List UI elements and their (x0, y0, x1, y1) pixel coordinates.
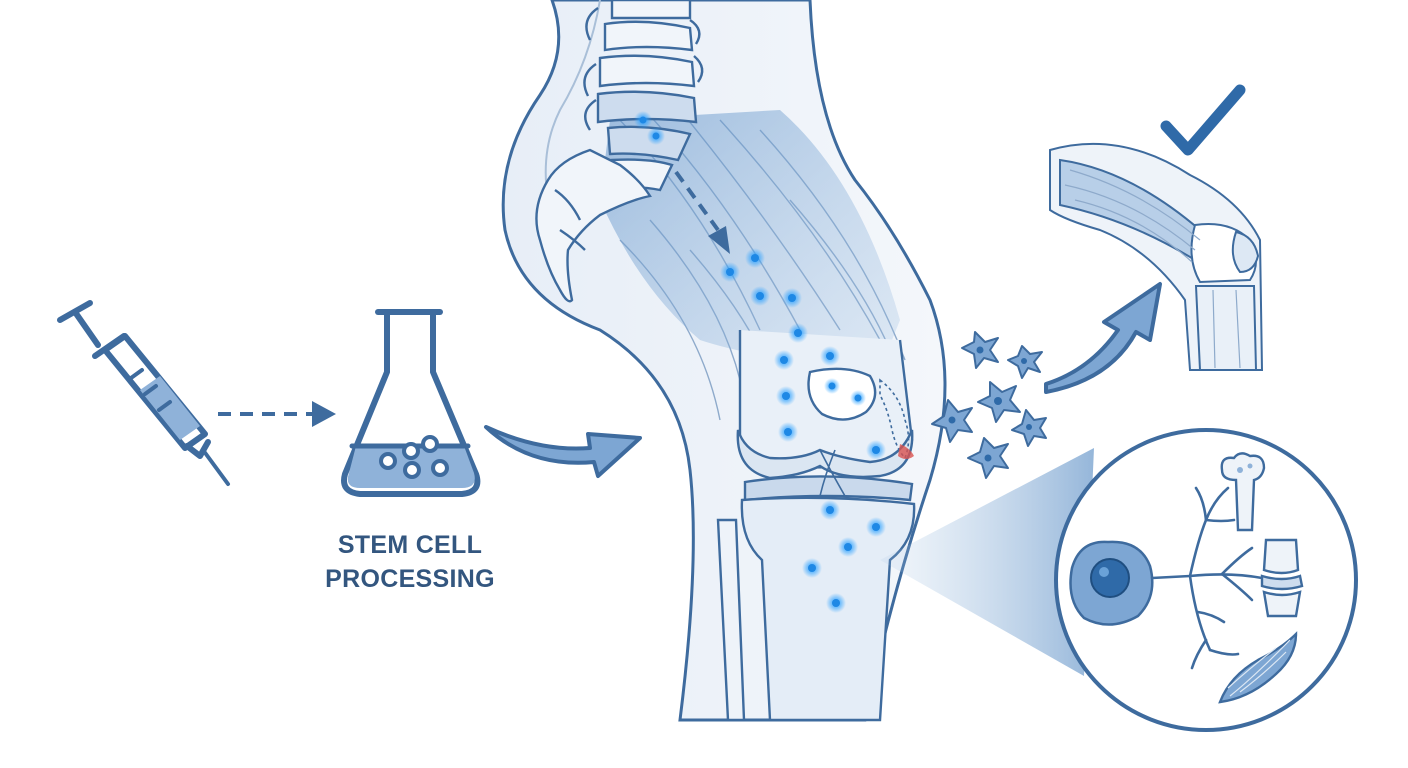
leg-stem-cells (720, 248, 886, 613)
magnification-beam (880, 448, 1094, 676)
cartilage-damage (879, 378, 914, 460)
syringe-icon (57, 300, 230, 486)
spine-icon (535, 0, 704, 303)
stem-cell-icon (1069, 540, 1154, 626)
healed-knee-icon (1049, 142, 1264, 371)
cell-migration-beam (600, 110, 900, 370)
bone-icon (1220, 452, 1266, 532)
differentiation-branches (1150, 486, 1264, 670)
label-line-1: STEM CELL (337, 531, 483, 559)
flask-icon (341, 309, 481, 497)
differentiation-inset (1054, 428, 1358, 732)
stem-cell-processing-label: STEM CELL PROCESSING (300, 528, 520, 596)
curved-arrow-to-leg (484, 425, 642, 478)
spine-stem-cells (634, 111, 665, 145)
checkmark-icon (1160, 84, 1246, 156)
muscle-icon (1218, 631, 1298, 704)
regenerating-cells (931, 331, 1047, 479)
curved-arrow-to-healed-knee (1044, 282, 1162, 394)
cartilage-joint-icon (1260, 538, 1304, 618)
label-line-2: PROCESSING (325, 565, 495, 593)
dashed-arrow-1 (218, 401, 336, 427)
dashed-arrow-2 (674, 170, 730, 254)
